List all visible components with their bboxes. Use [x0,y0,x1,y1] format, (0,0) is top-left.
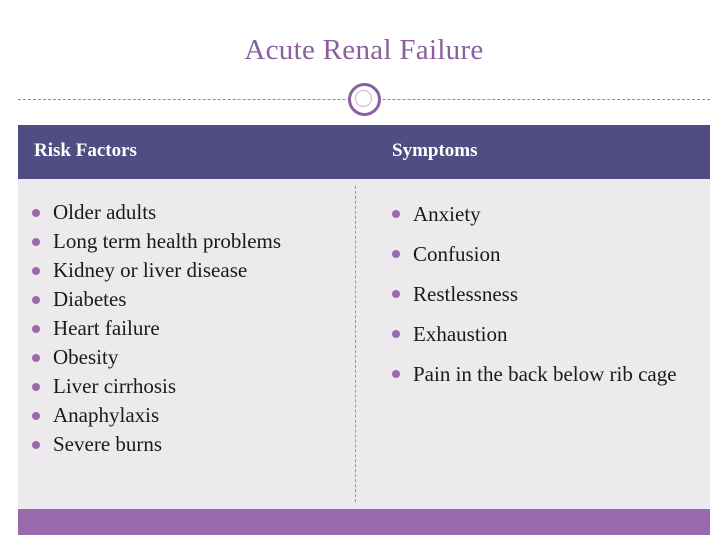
list-item: Confusion [390,240,690,268]
page-title: Acute Renal Failure [244,34,484,66]
list-item: Liver cirrhosis [30,372,340,401]
bullet-icon [32,267,40,275]
list-item: Anxiety [390,200,690,228]
list-item: Diabetes [30,285,340,314]
circle-ornament-icon [348,83,381,116]
list-item: Severe burns [30,430,340,459]
list-item-label: Older adults [53,200,157,224]
list-item: Exhaustion [390,320,690,348]
column-separator [355,186,356,502]
list-item-label: Pain in the back below rib cage [413,362,677,386]
list-item-label: Exhaustion [413,322,508,346]
column-header-symptoms: Symptoms [392,140,478,161]
bottom-accent-band [18,509,710,535]
list-item: Older adults [30,198,340,227]
bullet-icon [32,325,40,333]
symptoms-list: Anxiety Confusion Restlessness Exhaustio… [390,200,690,400]
bullet-icon [392,250,400,258]
list-item-label: Liver cirrhosis [53,374,177,398]
bullet-icon [32,296,40,304]
list-item-label: Kidney or liver disease [53,258,248,282]
bullet-icon [32,383,40,391]
list-item: Heart failure [30,314,340,343]
list-item-label: Anaphylaxis [53,403,160,427]
list-item-label: Long term health problems [53,229,282,253]
title-area: Acute Renal Failure [0,0,728,96]
column-header-risk-factors: Risk Factors [34,140,137,161]
bullet-icon [392,370,400,378]
bullet-icon [32,441,40,449]
column-header-band: Risk Factors Symptoms [18,125,710,179]
circle-ornament-inner-icon [355,90,372,107]
list-item-label: Obesity [53,345,119,369]
bullet-icon [32,238,40,246]
bullet-icon [392,210,400,218]
list-item-label: Diabetes [53,287,127,311]
list-item: Long term health problems [30,227,340,256]
bullet-icon [392,290,400,298]
list-item: Anaphylaxis [30,401,340,430]
bullet-icon [32,412,40,420]
bullet-icon [32,209,40,217]
list-item-label: Anxiety [413,202,481,226]
bullet-icon [32,354,40,362]
list-item-label: Confusion [413,242,501,266]
list-item-label: Restlessness [413,282,518,306]
list-item: Kidney or liver disease [30,256,340,285]
list-item-label: Heart failure [53,316,160,340]
content-body-band [18,179,710,509]
list-item: Restlessness [390,280,690,308]
risk-factors-list: Older adults Long term health problems K… [30,198,340,459]
bullet-icon [392,330,400,338]
list-item: Obesity [30,343,340,372]
list-item: Pain in the back below rib cage [390,360,690,388]
list-item-label: Severe burns [53,432,163,456]
